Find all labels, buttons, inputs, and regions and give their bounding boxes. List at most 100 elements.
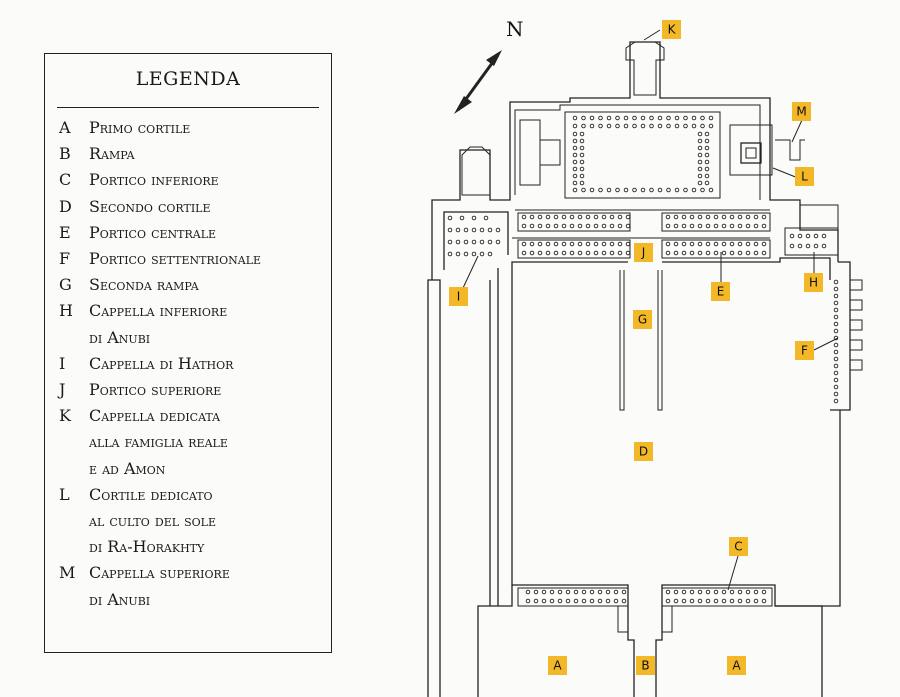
column [673, 250, 679, 256]
column [673, 214, 679, 220]
column [721, 589, 727, 595]
column [598, 123, 603, 129]
column [729, 598, 735, 604]
column [553, 250, 559, 256]
column [713, 214, 719, 220]
column [581, 598, 587, 604]
column [761, 223, 767, 229]
legend-description: al culto del sole [89, 510, 216, 530]
column-grid [447, 115, 839, 604]
legend-description: Portico settentrionale [89, 249, 262, 268]
legend-description: Cortile dedicato [89, 484, 213, 504]
column [704, 131, 710, 137]
column [665, 223, 671, 229]
column [577, 223, 583, 229]
column [561, 241, 567, 247]
legend-description: Portico inferiore [89, 170, 219, 190]
column [729, 250, 735, 256]
column [753, 223, 759, 229]
column [697, 131, 703, 137]
column [572, 115, 578, 121]
column [609, 250, 615, 256]
column [561, 250, 567, 256]
column [537, 223, 543, 229]
legend-letter: B [59, 144, 71, 164]
label-m: M [792, 102, 811, 121]
column [572, 187, 578, 193]
column [721, 214, 727, 220]
legend-letter: J [59, 380, 66, 399]
label-g: G [633, 310, 652, 329]
label-a-left: A [548, 656, 567, 675]
legend-letter: K [59, 406, 71, 426]
column [753, 214, 759, 220]
column [761, 589, 767, 595]
legend-letter: A [59, 118, 71, 137]
column [700, 115, 705, 121]
column [681, 214, 687, 220]
column [683, 123, 688, 129]
column [572, 145, 578, 151]
column [455, 227, 461, 233]
column [585, 241, 591, 247]
column [632, 115, 637, 121]
column [529, 241, 535, 247]
legend-letter: D [59, 196, 72, 216]
column [700, 123, 705, 129]
column [581, 589, 587, 595]
column [632, 123, 637, 129]
column [833, 314, 839, 320]
column [572, 159, 578, 165]
column [673, 598, 679, 604]
column [665, 598, 671, 604]
column [737, 223, 743, 229]
column [463, 227, 469, 233]
column [704, 159, 710, 165]
column [708, 123, 714, 129]
column [704, 180, 710, 186]
column [533, 598, 539, 604]
column [681, 598, 687, 604]
column [569, 214, 575, 220]
column [613, 589, 619, 595]
column [640, 123, 646, 129]
column [673, 589, 679, 595]
column [697, 250, 703, 256]
column [553, 223, 559, 229]
label-j: J [634, 243, 653, 262]
legend-letter: L [59, 484, 70, 504]
label-b: B [636, 656, 655, 675]
column [797, 233, 803, 239]
column [705, 598, 711, 604]
svg-text:F: F [801, 344, 808, 358]
column [705, 250, 711, 256]
column [615, 187, 620, 193]
legend-description: Portico superiore [89, 380, 222, 399]
column [721, 241, 727, 247]
column [761, 250, 767, 256]
column [521, 214, 527, 220]
svg-text:G: G [638, 313, 647, 327]
column [649, 115, 654, 121]
column [593, 250, 599, 256]
column [704, 166, 710, 172]
column [455, 251, 461, 257]
column [579, 180, 585, 186]
column [621, 598, 627, 604]
legend-description: alla famiglia reale [89, 432, 228, 452]
column [673, 241, 679, 247]
column [833, 377, 839, 383]
column [617, 214, 623, 220]
column [721, 250, 727, 256]
column [666, 123, 671, 129]
column [833, 370, 839, 376]
column [601, 250, 607, 256]
column [585, 214, 591, 220]
column [572, 173, 578, 179]
column [617, 223, 623, 229]
column [579, 131, 585, 137]
legend-description: e ad Amon [89, 458, 166, 478]
